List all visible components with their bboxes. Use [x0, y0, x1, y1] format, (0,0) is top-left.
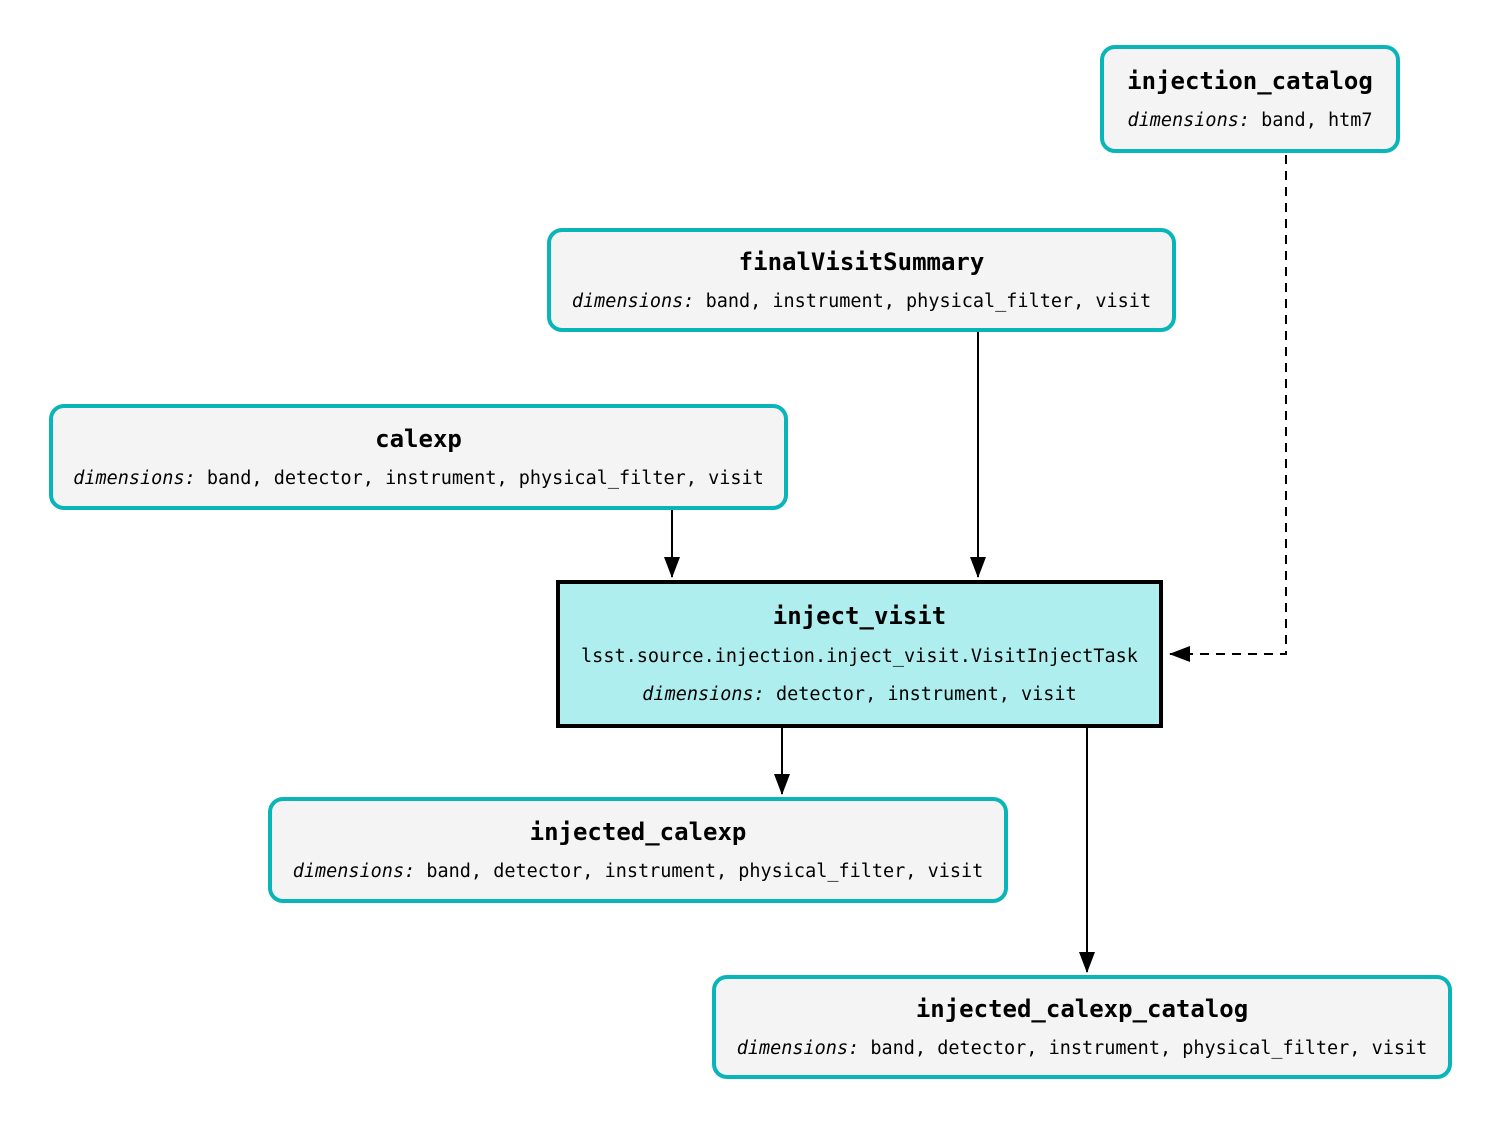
dimensions-label: dimensions: [1127, 109, 1250, 131]
dimensions-label: dimensions: [73, 467, 196, 489]
dimensions-values: band, detector, instrument, physical_fil… [870, 1037, 1428, 1059]
node-dimensions: dimensions: band, detector, instrument, … [293, 860, 984, 884]
dimensions-values: band, detector, instrument, physical_fil… [426, 860, 984, 882]
node-dimensions: dimensions: band, detector, instrument, … [73, 467, 764, 491]
dimensions-values: detector, instrument, visit [775, 684, 1077, 705]
dimensions-label: dimensions: [292, 860, 416, 882]
node-dimensions: dimensions: band, instrument, physical_f… [572, 290, 1151, 314]
node-title: injected_calexp [529, 817, 747, 846]
node-dimensions: dimensions: band, htm7 [1127, 109, 1372, 133]
dimensions-label: dimensions: [736, 1037, 860, 1059]
node-title: calexp [375, 424, 462, 453]
dimensions-values: band, instrument, physical_filter, visit [705, 290, 1152, 312]
dimensions-values: band, detector, instrument, physical_fil… [206, 467, 764, 489]
node-title: injected_calexp_catalog [915, 994, 1249, 1023]
node-dimensions: dimensions: detector, instrument, visit [642, 683, 1076, 707]
node-title: inject_visit [772, 602, 947, 630]
dimensions-label: dimensions: [571, 290, 695, 312]
task-node-inject-visit: inject_visit lsst.source.injection.injec… [556, 580, 1163, 728]
node-injected-calexp-catalog: injected_calexp_catalog dimensions: band… [712, 975, 1452, 1079]
node-injection-catalog: injection_catalog dimensions: band, htm7 [1100, 45, 1400, 153]
node-calexp: calexp dimensions: band, detector, instr… [49, 404, 788, 510]
edge-injection-catalog-to-inject-visit [1169, 155, 1287, 662]
task-class-path: lsst.source.injection.inject_visit.Visit… [581, 646, 1138, 667]
node-dimensions: dimensions: band, detector, instrument, … [737, 1037, 1428, 1061]
dimensions-values: band, htm7 [1261, 109, 1373, 131]
node-finalvisitsummary: finalVisitSummary dimensions: band, inst… [547, 228, 1176, 332]
node-injected-calexp: injected_calexp dimensions: band, detect… [268, 797, 1008, 903]
dimensions-label: dimensions: [642, 684, 765, 705]
node-title: injection_catalog [1127, 66, 1373, 95]
node-title: finalVisitSummary [738, 247, 985, 276]
